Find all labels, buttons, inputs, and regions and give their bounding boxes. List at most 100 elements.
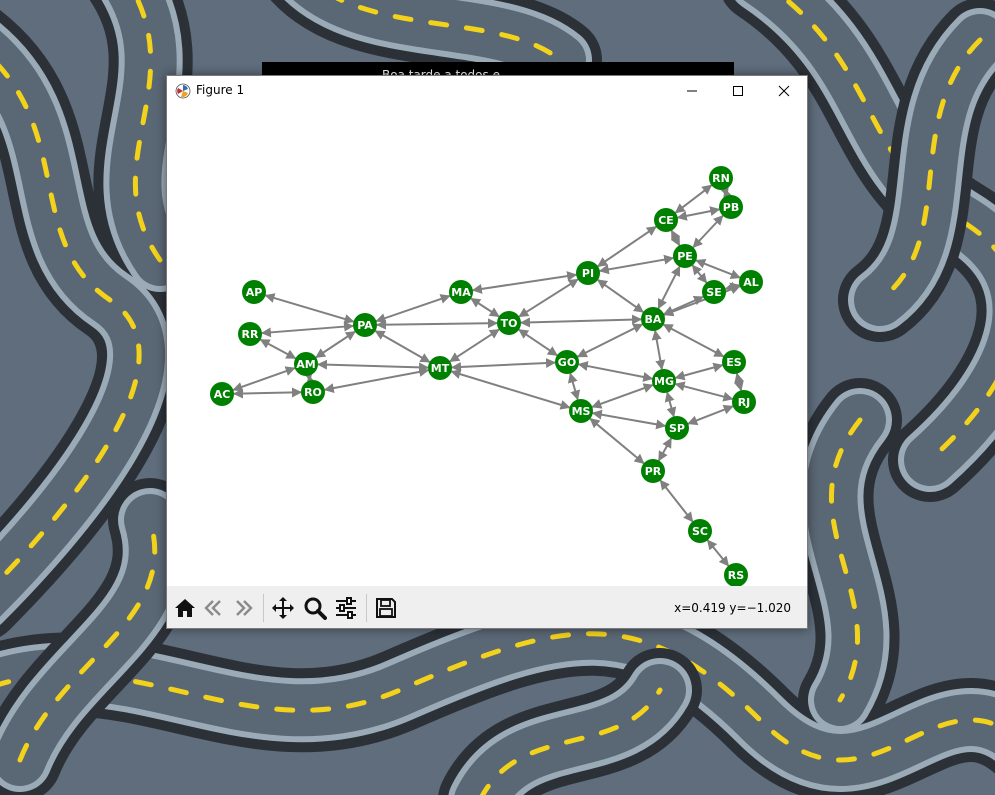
graph-node-marker xyxy=(238,322,262,346)
graph-edge-ce-pe xyxy=(670,229,681,247)
graph-edge-mt-go xyxy=(450,357,557,373)
zoom-button[interactable] xyxy=(301,594,329,622)
graph-node-label: BA xyxy=(645,313,662,326)
graph-edge-pi-ba xyxy=(596,279,645,313)
graph-edge-am-ro xyxy=(303,370,316,386)
graph-node-label: GO xyxy=(558,356,576,369)
graph-node-marker xyxy=(576,261,600,285)
graph-edge-sp-pr xyxy=(657,437,673,462)
graph-node-label: AM xyxy=(296,358,315,371)
minimize-icon xyxy=(687,90,697,92)
graph-node-label: SP xyxy=(669,422,685,435)
graph-node-marker xyxy=(702,280,726,304)
graph-edge-ba-es xyxy=(662,323,725,358)
pan-icon xyxy=(272,597,294,619)
graph-node-marker xyxy=(210,382,234,406)
graph-node-marker xyxy=(449,280,473,304)
graph-node-ro: RO xyxy=(301,380,325,404)
graph-node-al: AL xyxy=(739,270,763,294)
graph-node-rn: RN xyxy=(709,166,733,190)
graph-node-marker xyxy=(555,350,579,374)
pan-button[interactable] xyxy=(269,594,297,622)
graph-node-sc: SC xyxy=(688,519,712,543)
graph-node-label: MA xyxy=(451,286,471,299)
graph-node-label: AC xyxy=(214,388,231,401)
graph-node-label: ES xyxy=(726,356,742,369)
graph-edge-rr-am xyxy=(259,338,297,360)
minimize-button[interactable] xyxy=(669,76,715,106)
graph-node-rj: RJ xyxy=(732,390,756,414)
graph-edge-pe-ba xyxy=(657,265,681,310)
graph-node-marker xyxy=(665,416,689,440)
graph-node-label: SC xyxy=(692,525,708,538)
graph-edge-pa-mt xyxy=(374,330,431,363)
graph-edge-rn-pb xyxy=(719,185,733,200)
graph-node-label: RR xyxy=(242,328,259,341)
graph-node-label: TO xyxy=(501,317,518,330)
graph-node-label: RS xyxy=(728,569,744,582)
back-button[interactable] xyxy=(200,594,228,622)
graph-node-label: PA xyxy=(357,319,373,332)
graph-edge-ma-pa xyxy=(375,294,451,323)
graph-node-marker xyxy=(569,399,593,423)
home-icon xyxy=(175,599,195,617)
graph-node-marker xyxy=(673,244,697,268)
toolbar-separator xyxy=(263,594,264,622)
graph-node-marker xyxy=(242,280,266,304)
configure-subplots-button[interactable] xyxy=(332,594,360,622)
home-button[interactable] xyxy=(171,594,199,622)
graph-node-pb: PB xyxy=(719,195,743,219)
graph-node-label: MG xyxy=(654,375,674,388)
graph-node-marker xyxy=(353,313,377,337)
graph-node-go: GO xyxy=(555,350,579,374)
graph-node-marker xyxy=(739,270,763,294)
graph-node-marker xyxy=(641,307,665,331)
graph-node-rs: RS xyxy=(724,563,748,586)
graph-node-marker xyxy=(654,208,678,232)
graph-edge-mg-sp xyxy=(664,391,677,418)
graph-edges xyxy=(232,184,744,567)
graph-node-mt: MT xyxy=(428,356,452,380)
graph-edge-sc-rs xyxy=(706,539,730,567)
graph-node-am: AM xyxy=(294,352,318,376)
title-bar[interactable]: Figure 1 xyxy=(167,76,807,106)
graph-node-marker xyxy=(709,166,733,190)
graph-node-label: PI xyxy=(582,267,594,280)
graph-edge-pr-sc xyxy=(659,479,694,523)
graph-edge-pa-to xyxy=(375,318,499,330)
graph-edge-rn-ce xyxy=(674,184,713,214)
close-button[interactable] xyxy=(761,76,807,106)
back-icon xyxy=(204,600,221,616)
graph-node-ce: CE xyxy=(654,208,678,232)
cursor-coordinates: x=0.419 y=−1.020 xyxy=(674,601,791,615)
graph-edge-mg-es xyxy=(674,362,724,381)
graph-node-mg: MG xyxy=(652,369,676,393)
graph-node-marker xyxy=(301,380,325,404)
save-button[interactable] xyxy=(372,594,400,622)
background-window[interactable]: Boa tarde a todos e ... xyxy=(262,62,734,76)
graph-edge-ma-to xyxy=(470,297,500,318)
graph-node-marker xyxy=(294,352,318,376)
maximize-button[interactable] xyxy=(715,76,761,106)
graph-node-label: RO xyxy=(304,386,322,399)
graph-node-label: RN xyxy=(712,172,730,185)
graph-edge-ba-go xyxy=(576,323,644,358)
graph-edge-ce-pi xyxy=(597,225,657,268)
graph-node-marker xyxy=(724,563,748,586)
zoom-icon xyxy=(304,597,327,620)
graph-node-pe: PE xyxy=(673,244,697,268)
forward-button[interactable] xyxy=(229,594,257,622)
graph-node-label: CE xyxy=(658,214,674,227)
graph-node-marker xyxy=(688,519,712,543)
navigation-toolbar: x=0.419 y=−1.020 xyxy=(167,586,807,628)
graph-edge-to-ba xyxy=(519,314,643,328)
graph-edge-pb-pe xyxy=(692,215,724,248)
graph-edge-rj-sp xyxy=(687,404,734,426)
graph-edge-ms-sp xyxy=(591,409,667,430)
graph-node-label: PE xyxy=(677,250,693,263)
graph-edge-go-ms xyxy=(567,372,581,401)
graph-edge-mt-ms xyxy=(450,369,571,410)
graph-node-pi: PI xyxy=(576,261,600,285)
